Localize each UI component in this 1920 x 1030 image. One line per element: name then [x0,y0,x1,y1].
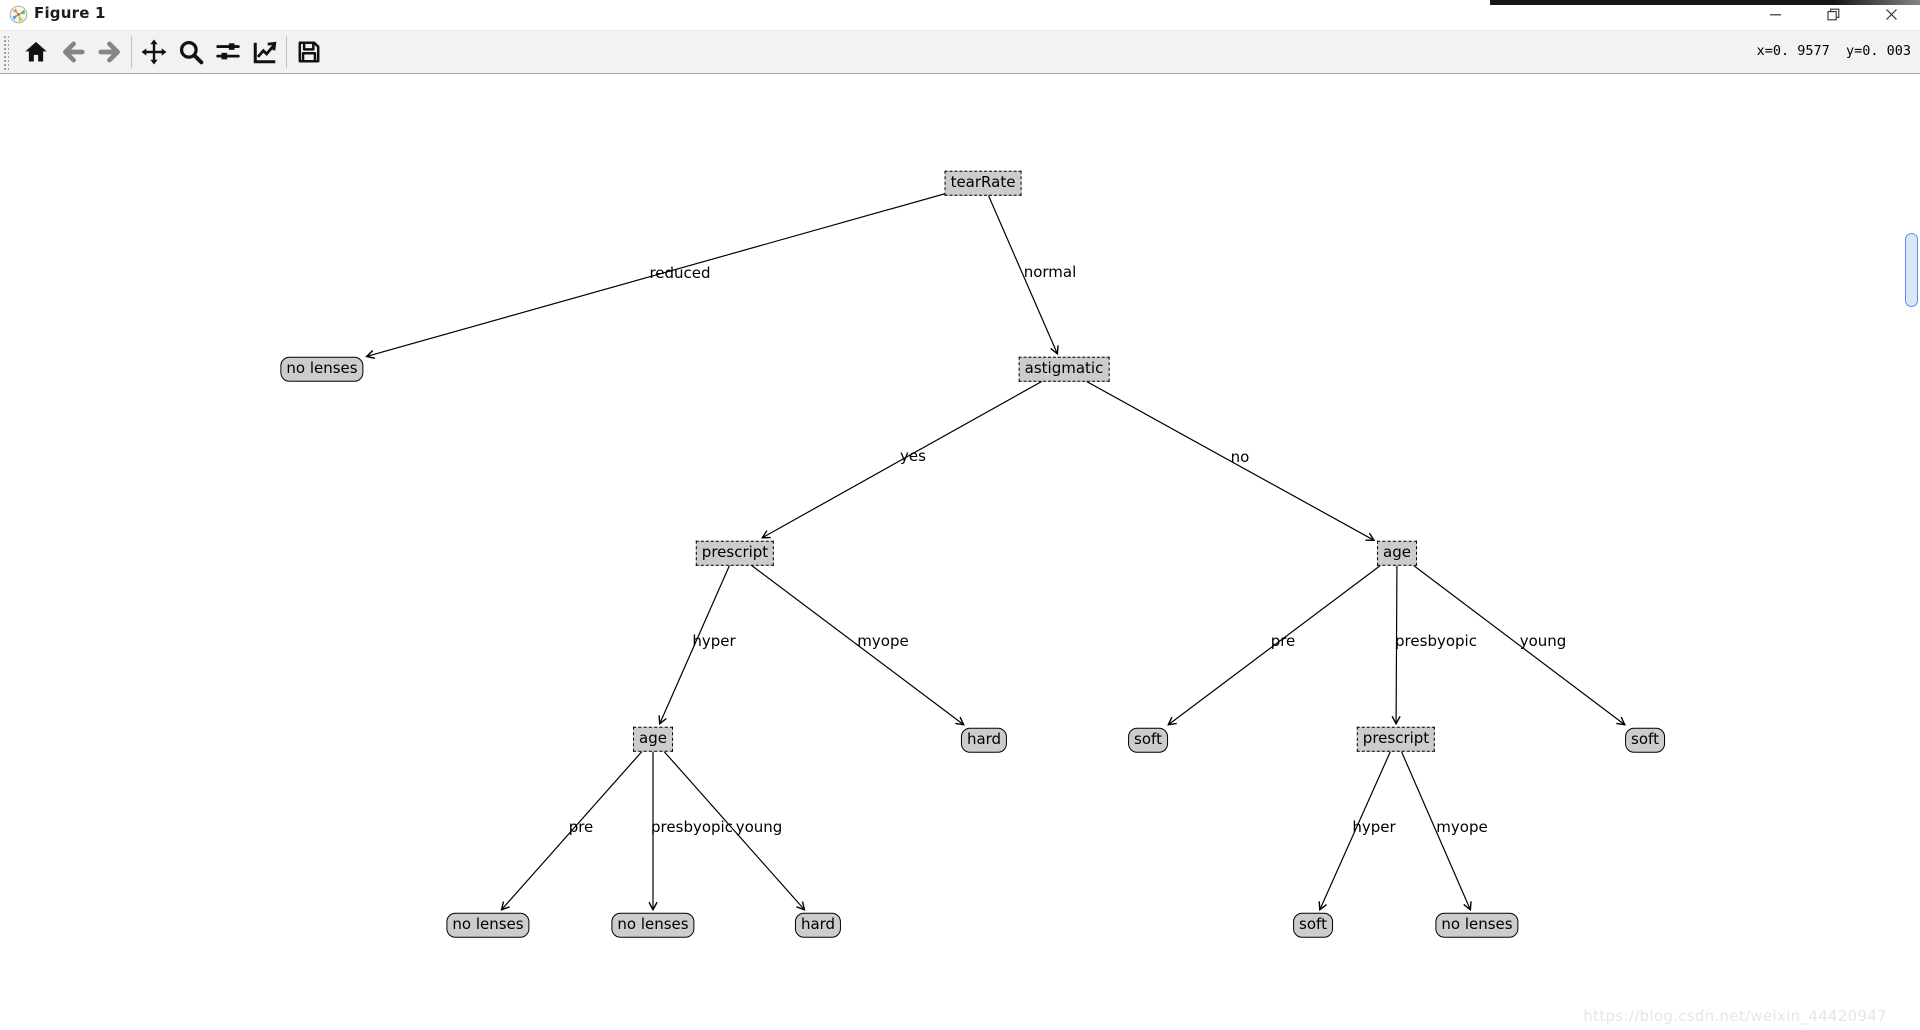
restore-icon [1826,6,1840,25]
edge-label-no: no [1230,448,1250,466]
home-button[interactable] [17,33,54,71]
tree-node-tearRate: tearRate [944,170,1022,196]
docked-widget-handle[interactable] [1905,233,1918,307]
customize-button[interactable] [246,33,283,71]
restore-button[interactable] [1804,0,1862,30]
back-icon [60,39,86,65]
tree-node-astigmatic: astigmatic [1018,356,1110,382]
close-icon [1885,6,1898,25]
window-titlebar: Figure 1 [0,0,1920,30]
edge-label-hyper: hyper [1352,818,1396,836]
tree-node-soft-bottom: soft [1293,912,1333,938]
edge-label-myope: myope [857,632,909,650]
tree-edge-age-left-no-lenses-2 [500,738,654,911]
tree-edge-age-right-soft-mid [1167,552,1398,726]
zoom-button[interactable] [172,33,209,71]
tree-edge-age-right-soft-right [1396,552,1626,726]
pan-button[interactable] [135,33,172,71]
tree-node-soft-mid: soft [1128,727,1168,753]
pan-icon [141,39,167,65]
save-icon [296,39,322,65]
edge-label-presbyopic: presbyopic [651,818,733,836]
tree-node-hard-bottom: hard [794,912,842,938]
matplotlib-logo-icon [9,5,28,24]
csdn-watermark: https://blog.csdn.net/weixin_44420947 [1583,1007,1887,1025]
tree-edge-prescript-left-hard-mid [734,552,965,726]
configure-subplots-button[interactable] [209,33,246,71]
edge-label-pre: pre [1270,632,1296,650]
tree-edge-tearRate-astigmatic [982,182,1059,356]
edge-label-presbyopic: presbyopic [1395,632,1477,650]
tree-node-prescript-right: prescript [1356,726,1436,752]
close-button[interactable] [1862,0,1920,30]
zoom-icon [178,39,204,65]
edge-label-myope: myope [1436,818,1488,836]
tree-node-age-right: age [1377,540,1417,566]
tree-edge-tearRate-no-lenses-1 [365,182,984,359]
edge-label-hyper: hyper [692,632,736,650]
cursor-coordinates: x=0. 9577 y=0. 003 [1756,43,1911,59]
configure-subplots-icon [215,39,241,65]
home-icon [23,39,49,65]
tree-node-hard-mid: hard [960,727,1008,753]
edge-label-reduced: reduced [649,264,711,282]
tree-edge-age-left-hard-bottom [652,738,806,911]
tree-node-no-lenses-3: no lenses [611,912,695,938]
edge-label-young: young [1519,632,1567,650]
save-button[interactable] [290,33,327,71]
edge-label-yes: yes [900,447,926,465]
toolbar-separator [131,36,132,68]
minimize-button[interactable] [1746,0,1804,30]
tree-edge-prescript-left-age-left [658,552,736,726]
tree-edge-prescript-right-soft-bottom [1318,738,1397,912]
customize-icon [252,39,278,65]
edge-label-normal: normal [1023,263,1077,281]
edge-label-pre: pre [568,818,594,836]
window-title: Figure 1 [34,4,106,22]
tree-edge-astigmatic-prescript-left [760,368,1065,539]
tree-edge-age-right-prescript-right [1391,552,1401,726]
edge-label-young: young [735,818,783,836]
figure-toolbar: x=0. 9577 y=0. 003 [0,30,1920,74]
tree-node-prescript-left: prescript [695,540,775,566]
back-button[interactable] [54,33,91,71]
tree-node-no-lenses-4: no lenses [1435,912,1519,938]
tree-node-soft-right: soft [1625,727,1665,753]
tree-node-age-left: age [633,726,673,752]
tree-edge-astigmatic-age-right [1063,368,1376,542]
toolbar-grip[interactable] [2,34,9,70]
minimize-icon [1769,6,1782,25]
background-window-edge [1490,0,1920,5]
forward-button[interactable] [91,33,128,71]
forward-icon [97,39,123,65]
toolbar-separator [286,36,287,68]
tree-node-no-lenses-2: no lenses [446,912,530,938]
tree-node-no-lenses-1: no lenses [280,356,364,382]
tree-edge-prescript-right-no-lenses-4 [1395,738,1472,912]
